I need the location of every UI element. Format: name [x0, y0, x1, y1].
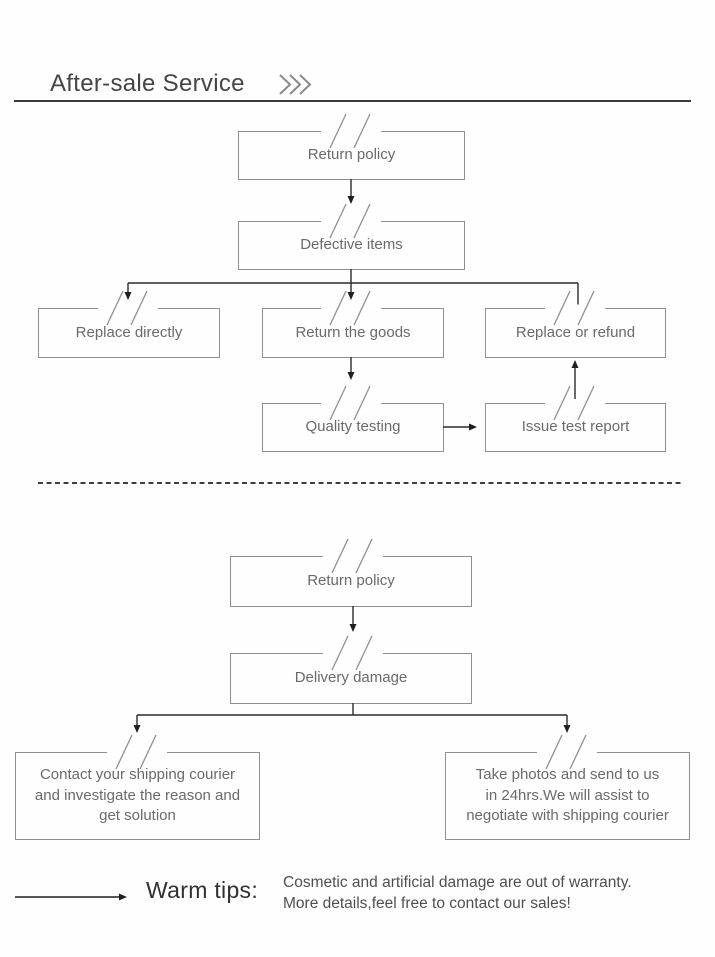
node-label: Replace directly [75, 323, 183, 341]
node-return-policy-top: Return policy [238, 131, 465, 180]
node-return-the-goods: Return the goods [262, 308, 444, 358]
node-take-photos: Take photos and send to us in 24hrs.We w… [445, 752, 690, 840]
node-label: Quality testing [305, 418, 401, 436]
node-label: Delivery damage [294, 669, 408, 687]
node-replace-directly: Replace directly [38, 308, 220, 358]
node-label-line: negotiate with shipping courier [466, 807, 669, 825]
node-label: Replace or refund [515, 323, 636, 341]
node-label-line: in 24hrs.We will assist to [485, 786, 650, 804]
node-label-line: get solution [99, 807, 176, 825]
title-underline [14, 100, 691, 102]
warm-tips-label: Warm tips: [146, 877, 259, 903]
node-contact-shipping-courier: Contact your shipping courier and invest… [15, 752, 260, 840]
node-replace-or-refund: Replace or refund [485, 308, 666, 358]
node-label: Return policy [307, 572, 395, 590]
node-issue-test-report: Issue test report [485, 403, 666, 452]
node-label: Defective items [300, 236, 403, 254]
warm-tips-text: Cosmetic and artificial damage are out o… [283, 872, 632, 914]
node-quality-testing: Quality testing [262, 403, 444, 452]
node-delivery-damage: Delivery damage [230, 653, 472, 704]
node-defective-items: Defective items [238, 221, 465, 270]
page-title: After-sale Service [50, 70, 245, 97]
warm-tips-line: More details,feel free to contact our sa… [283, 895, 571, 912]
node-label: Return the goods [295, 323, 411, 341]
node-label: Return policy [307, 146, 396, 164]
node-label: Issue test report [521, 418, 630, 436]
flowchart-top-connectors [124, 179, 579, 431]
node-label-line: Take photos and send to us [475, 766, 660, 784]
node-return-policy-bottom: Return policy [230, 556, 472, 607]
triple-chevron-right-icon [279, 74, 312, 95]
node-label-line: Contact your shipping courier [39, 766, 236, 784]
warm-tips-line: Cosmetic and artificial damage are out o… [283, 874, 632, 891]
node-label-line: and investigate the reason and [34, 786, 241, 804]
